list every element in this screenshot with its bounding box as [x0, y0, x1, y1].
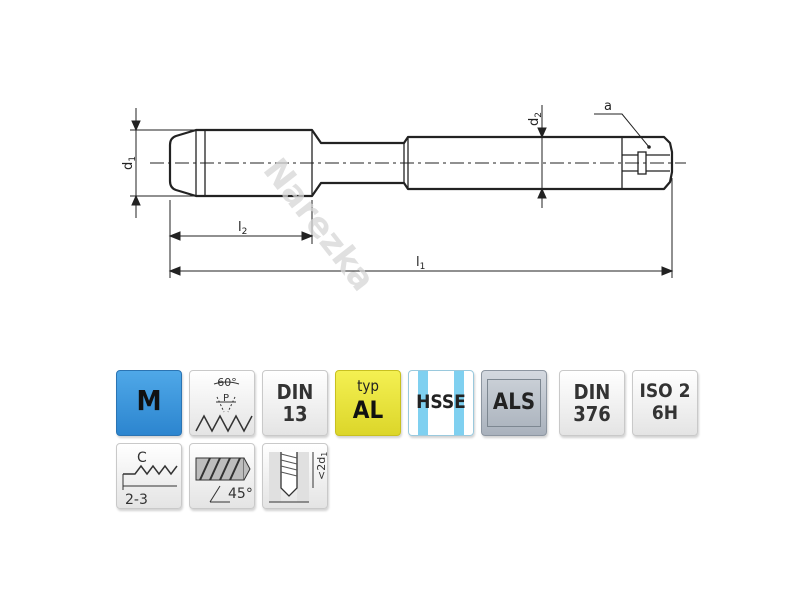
dimension-l2 — [168, 200, 314, 278]
din13-line1: DIN — [276, 380, 314, 404]
thread-type-badge: M — [116, 370, 182, 436]
dimension-d1 — [130, 108, 196, 218]
coating-panel — [487, 379, 541, 427]
d1-label: d1 — [121, 156, 138, 170]
a-label: a — [604, 99, 612, 114]
din13-badge: DIN 13 — [262, 370, 328, 436]
svg-text:<2d1: <2d1 — [315, 452, 328, 480]
leader-a — [594, 113, 650, 148]
thread-profile-badge: 60° P — [189, 370, 255, 436]
svg-text:60°: 60° — [217, 376, 237, 389]
spiral-flute-icon: 45° — [195, 457, 253, 503]
tolerance-line1: ISO 2 — [639, 380, 691, 402]
svg-text:2-3: 2-3 — [125, 492, 148, 508]
tap-outline — [168, 128, 674, 198]
thread-profile-icon: 60° P — [195, 376, 253, 433]
chamfer-icon: C 2-3 — [122, 450, 178, 508]
blind-hole-icon: <2d1 — [269, 452, 328, 503]
svg-text:P: P — [223, 393, 229, 404]
material-text: HSSE — [416, 391, 466, 413]
din13-line2: 13 — [282, 402, 308, 426]
watermark: Narezka — [255, 151, 383, 299]
coating-text: ALS — [492, 390, 536, 415]
type-al-line1: typ — [357, 377, 379, 395]
svg-text:C: C — [137, 450, 147, 466]
tolerance-badge: ISO 2 6H — [632, 370, 698, 436]
coating-badge: ALS — [481, 370, 547, 436]
dimension-l1 — [168, 178, 674, 278]
material-badge: HSSE — [408, 370, 474, 436]
l1-label: l1 — [416, 255, 425, 272]
tolerance-line2: 6H — [651, 402, 679, 424]
thread-type-text: M — [136, 384, 162, 417]
chamfer-badge: C 2-3 — [116, 443, 182, 509]
flute-badge: 45° — [189, 443, 255, 509]
tap-technical-drawing: d1 d2 a l2 l1 Narezka — [121, 99, 686, 299]
l2-label: l2 — [238, 220, 247, 237]
type-al-line2: AL — [352, 396, 384, 424]
din376-badge: DIN 376 — [559, 370, 625, 436]
type-al-badge: typ AL — [335, 370, 401, 436]
din376-line2: 376 — [573, 402, 611, 426]
din376-line1: DIN — [573, 380, 611, 404]
dimension-d2 — [530, 105, 560, 208]
d2-label: d2 — [527, 112, 544, 126]
hole-depth-badge: <2d1 — [262, 443, 328, 509]
svg-text:45°: 45° — [228, 486, 253, 502]
